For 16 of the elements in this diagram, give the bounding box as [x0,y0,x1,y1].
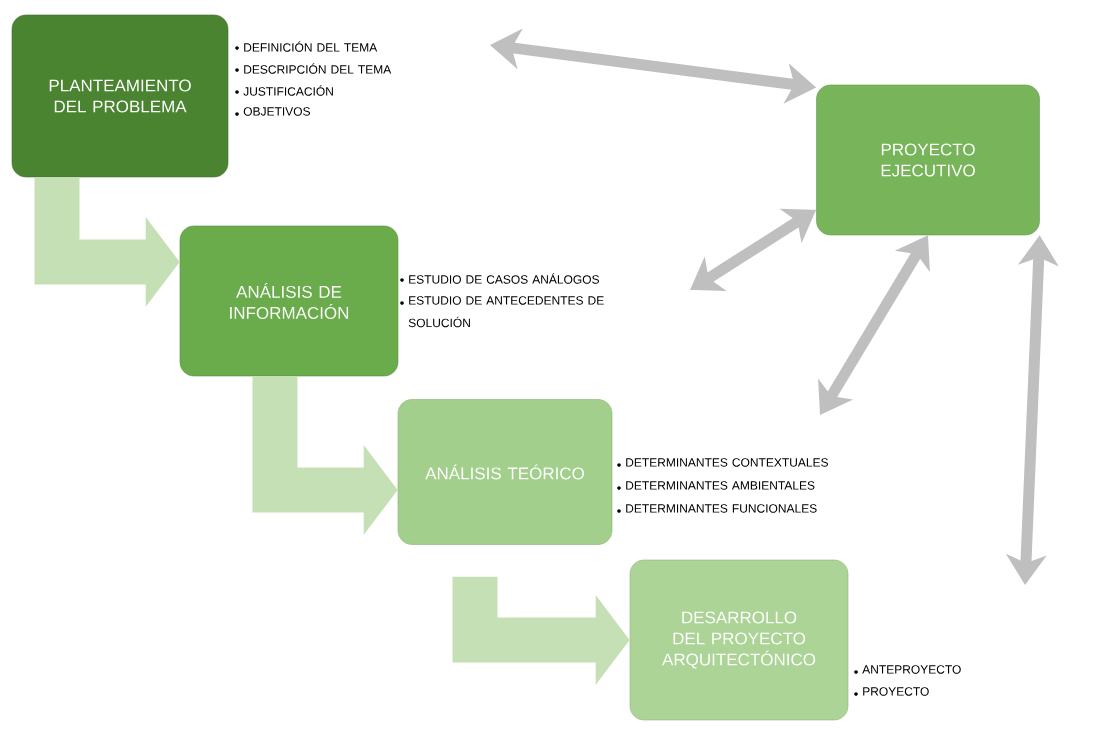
process-box: ANÁLISIS TEÓRICO [397,399,613,545]
bullet-item: DESCRIPCIÓN DEL TEMA [235,63,392,74]
bullet-item: DETERMINANTES AMBIENTALES [617,481,815,490]
bullet-item: PROYECTO [854,687,929,696]
bullet-item: ANTEPROYECTO [854,665,961,674]
bullet-item: JUSTIFICACIÓN [235,85,333,96]
bullet-item: DETERMINANTES CONTEXTUALES [617,458,828,467]
bullet-item: ESTUDIO DE CASOS ANÁLOGOS [400,273,599,284]
process-box: DESARROLLO DEL PROYECTO ARQUITECTÓNICO [629,559,849,721]
bullet-item: ESTUDIO DE ANTECEDENTES DE SOLUCIÓN [400,296,604,328]
bullet-item: OBJETIVOS [235,107,310,116]
process-box: PLANTEAMIENTO DEL PROBLEMA [11,14,229,178]
bullet-item: DETERMINANTES FUNCIONALES [617,504,817,513]
process-box: PROYECTO EJECUTIVO [816,84,1040,236]
bullet-item: DEFINICIÓN DEL TEMA [235,41,378,52]
process-box: ANÁLISIS DE INFORMACIÓN [179,225,399,377]
